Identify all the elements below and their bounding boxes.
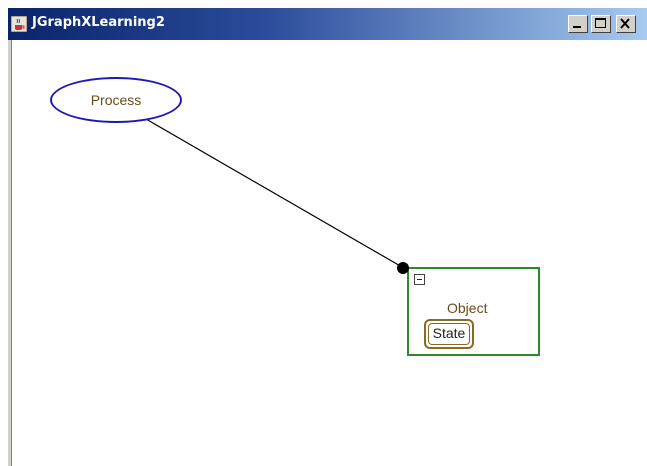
graph-canvas[interactable]: Process Object State (11, 40, 647, 466)
close-icon (620, 18, 630, 29)
minimize-icon (573, 26, 581, 28)
state-inner-border (428, 323, 470, 345)
graph-edge[interactable] (145, 118, 403, 268)
state-label: State (432, 325, 466, 341)
object-label: Object (447, 300, 488, 316)
app-window: JGraphXLearning2 Process Object (8, 8, 647, 466)
title-bar[interactable]: JGraphXLearning2 (8, 8, 647, 40)
minimize-button[interactable] (568, 15, 588, 33)
state-node[interactable]: State (424, 319, 474, 349)
close-button[interactable] (616, 15, 636, 33)
edge-layer (145, 118, 403, 268)
java-cup-icon (11, 16, 27, 32)
window-title: JGraphXLearning2 (32, 15, 165, 30)
process-label: Process (90, 92, 142, 108)
collapse-icon[interactable] (414, 274, 425, 285)
edge-endpoint-handle[interactable] (397, 262, 409, 274)
maximize-button[interactable] (591, 15, 611, 33)
maximize-icon (595, 18, 606, 28)
object-node[interactable]: Object State (407, 267, 540, 356)
process-node[interactable]: Process (50, 77, 182, 123)
